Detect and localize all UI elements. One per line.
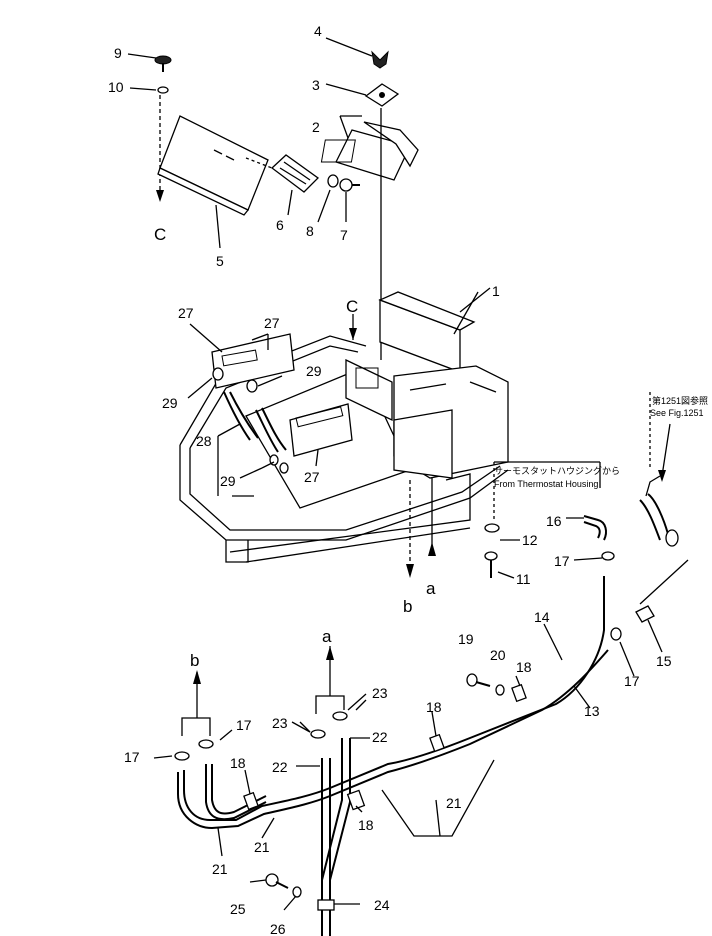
clamp-part-17: [601, 551, 615, 561]
callout-9: 9: [114, 45, 122, 61]
callout-29: 29: [306, 363, 322, 379]
callout-27: 27: [178, 305, 194, 321]
callout-27: 27: [264, 315, 280, 331]
callout-18: 18: [358, 817, 374, 833]
callout-18: 18: [230, 755, 246, 771]
bolt-part-25: [265, 873, 289, 889]
callout-21: 21: [212, 861, 228, 877]
bolt-part-19: [466, 673, 491, 687]
callout-27: 27: [304, 469, 320, 485]
callout-29: 29: [162, 395, 178, 411]
washer-part-26: [292, 886, 302, 898]
callout-6: 6: [276, 217, 284, 233]
view-letter-a: a: [322, 627, 332, 646]
fig-ref-jp: 第1251図参照: [652, 395, 708, 406]
elbow-part-16: [583, 515, 607, 541]
callout-20: 20: [490, 647, 506, 663]
callout-4: 4: [314, 23, 322, 39]
washer-part-8: [327, 174, 339, 188]
callout-17: 17: [124, 749, 140, 765]
callout-16: 16: [546, 513, 562, 529]
washer-part-20: [495, 684, 505, 696]
callout-12: 12: [522, 532, 538, 548]
callout-11: 11: [516, 571, 531, 587]
view-letter-b: b: [403, 597, 412, 616]
callout-19: 19: [458, 631, 474, 647]
view-letter-b: b: [190, 651, 199, 670]
callout-22: 22: [272, 759, 288, 775]
thermo-note-en: From Thermostat Housing: [494, 479, 598, 489]
callout-8: 8: [306, 223, 314, 239]
washer-part-10: [157, 86, 169, 94]
callout-2: 2: [312, 119, 320, 135]
fig-ref-en: See Fig.1251: [650, 408, 704, 418]
view-letter-c: C: [346, 297, 358, 316]
pipe-to-fig-1251: [639, 423, 679, 547]
callout-21: 21: [254, 839, 270, 855]
callout-5: 5: [216, 253, 224, 269]
callout-23: 23: [272, 715, 288, 731]
callout-13: 13: [584, 703, 600, 719]
pipe-assembly: [177, 576, 609, 936]
callout-25: 25: [230, 901, 246, 917]
view-letter-a: a: [426, 579, 436, 598]
callout-28: 28: [196, 433, 212, 449]
callout-7: 7: [340, 227, 348, 243]
callout-18: 18: [426, 699, 442, 715]
callout-18: 18: [516, 659, 532, 675]
bracket-part-5: [157, 115, 269, 216]
callout-15: 15: [656, 653, 672, 669]
callout-24: 24: [374, 897, 390, 913]
wing-nut-part-4: [371, 50, 389, 69]
view-letter-c: C: [154, 225, 166, 244]
callout-3: 3: [312, 77, 320, 93]
callout-17: 17: [554, 553, 570, 569]
knob-part-9: [154, 55, 172, 72]
callout-23: 23: [372, 685, 388, 701]
fuse-part-6: [270, 154, 320, 193]
elbow-part-15: [610, 605, 655, 641]
thermo-note-jp: サーモスタットハウジングから: [494, 465, 620, 476]
callout-29: 29: [220, 473, 236, 489]
callout-17: 17: [624, 673, 640, 689]
callout-26: 26: [270, 921, 286, 936]
callout-14: 14: [534, 609, 550, 625]
bolt-part-7: [339, 178, 360, 192]
callout-1: 1: [492, 283, 500, 299]
panel-part-2: [320, 121, 419, 181]
callout-21: 21: [446, 795, 462, 811]
callout-10: 10: [108, 79, 124, 95]
washer-part-12: [484, 523, 500, 533]
bolt-part-11: [484, 551, 498, 578]
callout-17: 17: [236, 717, 252, 733]
frame-assembly: [179, 287, 509, 563]
callout-22: 22: [372, 729, 388, 745]
